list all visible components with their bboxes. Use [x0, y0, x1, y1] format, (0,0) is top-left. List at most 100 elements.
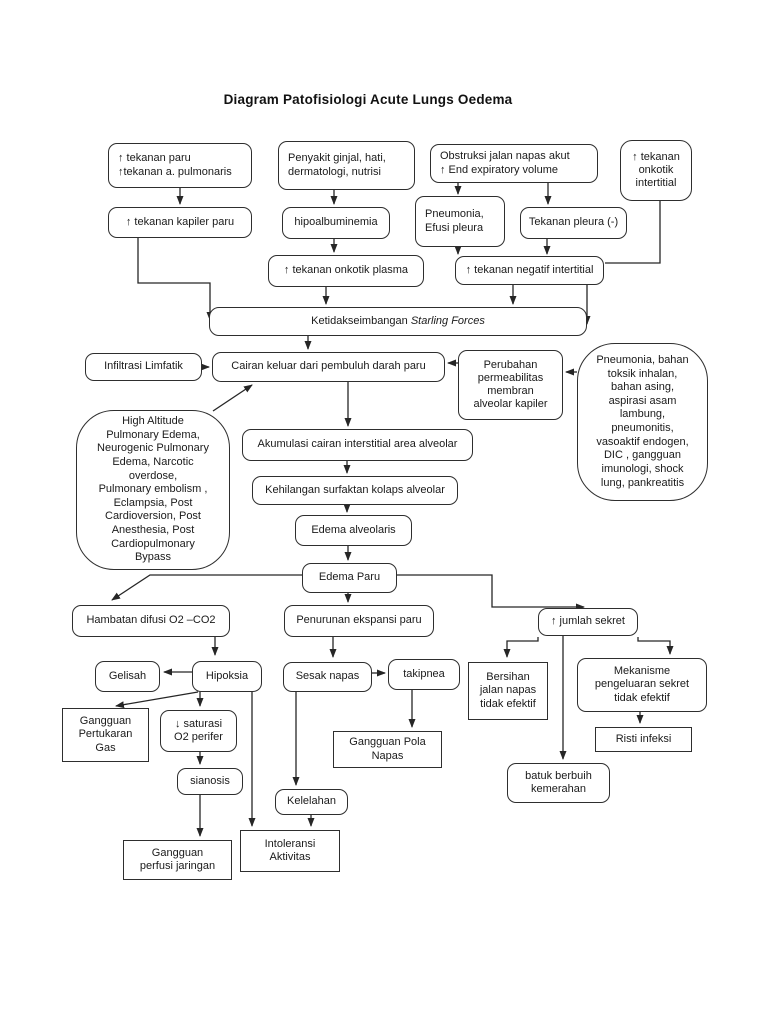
node-sesak-napas-line-0: Sesak napas: [295, 670, 360, 683]
node-pneumonia-bahan-toksik-line-3: aspirasi asam: [608, 394, 677, 407]
node-penurunan-ekspansi-line-0: Penurunan ekspansi paru: [296, 614, 422, 627]
node-edema-alveolaris: Edema alveolaris: [295, 515, 412, 546]
node-hipoalbuminemia: hipoalbuminemia: [282, 207, 390, 239]
node-mekanisme-pengeluaran-sekret-line-0: Mekanisme: [613, 665, 671, 678]
node-edema-paru-line-0: Edema Paru: [318, 571, 381, 584]
node-tekanan-pleura-negatif: Tekanan pleura (-): [520, 207, 627, 239]
node-tekanan-negatif-intertitial-line-0: ↑ tekanan negatif intertitial: [465, 263, 594, 276]
node-batuk-berbuih-line-1: kemerahan: [530, 783, 587, 795]
node-sianosis-line-0: sianosis: [190, 774, 230, 787]
node-jumlah-sekret: ↑ jumlah sekret: [538, 608, 638, 636]
node-perubahan-permeabilitas-line-2: membran: [487, 385, 534, 397]
node-penyakit-ginjal-hati-line-0: Penyakit ginjal, hati,: [288, 152, 386, 165]
edge-sekret-to-bersihan: [503, 637, 539, 658]
node-ketidakseimbangan-starling-forces-line-0: Ketidakseimbangan Starling Forces: [311, 314, 485, 327]
node-pneumonia-bahan-toksik-line-5: pneumonitis,: [611, 422, 674, 434]
node-tekanan-onkotik-intertitial-line-1: onkotik: [638, 163, 674, 176]
node-tekanan-onkotik-plasma-line-0: ↑ tekanan onkotik plasma: [283, 264, 409, 277]
node-bersihan-jalan-napas-line-1: jalan napas: [479, 684, 537, 697]
node-obstruksi-jalan-napas-line-1: ↑ End expiratory volume: [440, 163, 558, 176]
node-pneumonia-bahan-toksik-line-8: imunologi, shock: [601, 462, 684, 475]
node-pneumonia-efusi-pleura-line-0: Pneumonia,: [425, 208, 484, 221]
node-akumulasi-cairan-line-0: Akumulasi cairan interstitial area alveo…: [257, 438, 458, 451]
node-perubahan-permeabilitas-line-0: Perubahan: [483, 358, 538, 371]
node-pneumonia-efusi-pleura: Pneumonia,Efusi pleura: [415, 196, 505, 247]
node-mekanisme-pengeluaran-sekret-line-1: pengeluaran sekret: [594, 678, 690, 691]
node-bersihan-jalan-napas-line-0: Bersihan: [486, 671, 530, 684]
edge-sekret-to-mekanisme: [637, 637, 674, 655]
node-penyakit-ginjal-hati: Penyakit ginjal, hati,dermatologi, nutri…: [278, 141, 415, 190]
node-obstruksi-jalan-napas: Obstruksi jalan napas akut↑ End expirato…: [430, 144, 598, 183]
node-cairan-keluar-pembuluh-line-0: Cairan keluar dari pembuluh darah paru: [231, 360, 426, 373]
node-gangguan-perfusi-jaringan-line-1: perfusi jaringan: [139, 860, 216, 872]
node-high-altitude-list-line-4: overdose,: [128, 469, 178, 482]
node-high-altitude-list-line-8: Anesthesia, Post: [111, 524, 195, 537]
node-ketidakseimbangan-starling-forces: Ketidakseimbangan Starling Forces: [209, 307, 587, 336]
node-risti-infeksi-line-0: Risti infeksi: [615, 732, 672, 745]
node-pneumonia-bahan-toksik-line-1: toksik inhalan,: [607, 367, 678, 380]
node-high-altitude-list-line-6: Eclampsia, Post: [113, 496, 193, 509]
node-saturasi-o2-perifer-line-0: ↓ saturasi: [174, 717, 223, 730]
node-bersihan-jalan-napas-line-2: tidak efektif: [480, 697, 536, 710]
node-tekanan-onkotik-intertitial-line-0: ↑ tekanan: [632, 150, 680, 163]
node-pneumonia-bahan-toksik-line-4: lambung,: [619, 408, 666, 421]
node-pneumonia-bahan-toksik-line-0: Pneumonia, bahan: [596, 353, 689, 366]
node-kelelahan-line-0: Kelelahan: [287, 795, 336, 808]
node-akumulasi-cairan: Akumulasi cairan interstitial area alveo…: [242, 429, 473, 461]
node-pneumonia-efusi-pleura-line-1: Efusi pleura: [425, 221, 484, 234]
node-sianosis: sianosis: [177, 768, 243, 795]
node-gangguan-pertukaran-gas-line-0: Gangguan: [79, 715, 132, 728]
node-high-altitude-list-line-5: Pulmonary embolism ,: [98, 483, 208, 496]
node-pneumonia-bahan-toksik-line-9: lung, pankreatitis: [600, 476, 685, 489]
edge-kapiler-to-starling: [137, 238, 214, 321]
node-penyakit-ginjal-hati-line-1: dermatologi, nutrisi: [288, 165, 381, 178]
node-perubahan-permeabilitas-line-1: permeabilitas: [477, 371, 544, 384]
node-tekanan-kapiler-paru-line-0: ↑ tekanan kapiler paru: [125, 215, 235, 228]
node-hambatan-difusi-line-0: Hambatan difusi O2 –CO2: [86, 614, 216, 627]
node-infiltrasi-limfatik-line-0: Infiltrasi Limfatik: [104, 360, 183, 373]
node-gangguan-perfusi-jaringan-line-0: Gangguan: [151, 846, 204, 859]
node-gangguan-pertukaran-gas-line-1: Pertukaran: [78, 728, 133, 741]
node-obstruksi-jalan-napas-line-0: Obstruksi jalan napas akut: [440, 150, 570, 163]
node-sesak-napas: Sesak napas: [283, 662, 372, 692]
node-intoleransi-aktivitas-line-1: Aktivitas: [269, 851, 311, 863]
node-takipnea: takipnea: [388, 659, 460, 690]
edge-hipoksia-to-pertukaran-gas: [115, 691, 199, 709]
node-tekanan-onkotik-intertitial-line-2: intertitial: [635, 177, 677, 190]
node-batuk-berbuih-line-0: batuk berbuih: [525, 769, 592, 782]
node-high-altitude-list-line-1: Pulmonary Edema,: [106, 428, 200, 441]
node-gangguan-pola-napas-line-0: Gangguan Pola: [349, 736, 426, 749]
diagram-title: Diagram Patofisiologi Acute Lungs Oedema: [223, 92, 513, 107]
node-kehilangan-surfaktan: Kehilangan surfaktan kolaps alveolar: [252, 476, 458, 505]
node-gelisah-line-0: Gelisah: [108, 669, 147, 682]
edge-high-altitude-to-cairan: [212, 384, 253, 412]
node-jumlah-sekret-line-0: ↑ jumlah sekret: [551, 615, 625, 628]
node-hambatan-difusi: Hambatan difusi O2 –CO2: [72, 605, 230, 637]
node-high-altitude-list-line-10: Bypass: [134, 551, 172, 564]
node-hipoksia-line-0: Hipoksia: [205, 669, 249, 682]
node-perubahan-permeabilitas-line-3: alveolar kapiler: [473, 398, 548, 411]
node-high-altitude-list-line-0: High Altitude: [122, 415, 184, 428]
node-pneumonia-bahan-toksik-line-6: vasoaktif endogen,: [596, 435, 689, 448]
node-pneumonia-bahan-toksik-line-2: bahan asing,: [611, 381, 674, 394]
node-intoleransi-aktivitas-line-0: Intoleransi: [264, 837, 316, 850]
node-mekanisme-pengeluaran-sekret-line-2: tidak efektif: [614, 691, 670, 704]
node-hipoksia: Hipoksia: [192, 661, 262, 692]
node-tekanan-paru-pulmonaris: ↑ tekanan paru↑tekanan a. pulmonaris: [108, 143, 252, 188]
node-edema-alveolaris-line-0: Edema alveolaris: [311, 523, 396, 536]
node-high-altitude-list-line-3: Edema, Narcotic: [112, 455, 194, 468]
node-tekanan-kapiler-paru: ↑ tekanan kapiler paru: [108, 207, 252, 238]
node-tekanan-onkotik-plasma: ↑ tekanan onkotik plasma: [268, 255, 424, 287]
node-risti-infeksi: Risti infeksi: [595, 727, 692, 752]
node-cairan-keluar-pembuluh: Cairan keluar dari pembuluh darah paru: [212, 352, 445, 382]
